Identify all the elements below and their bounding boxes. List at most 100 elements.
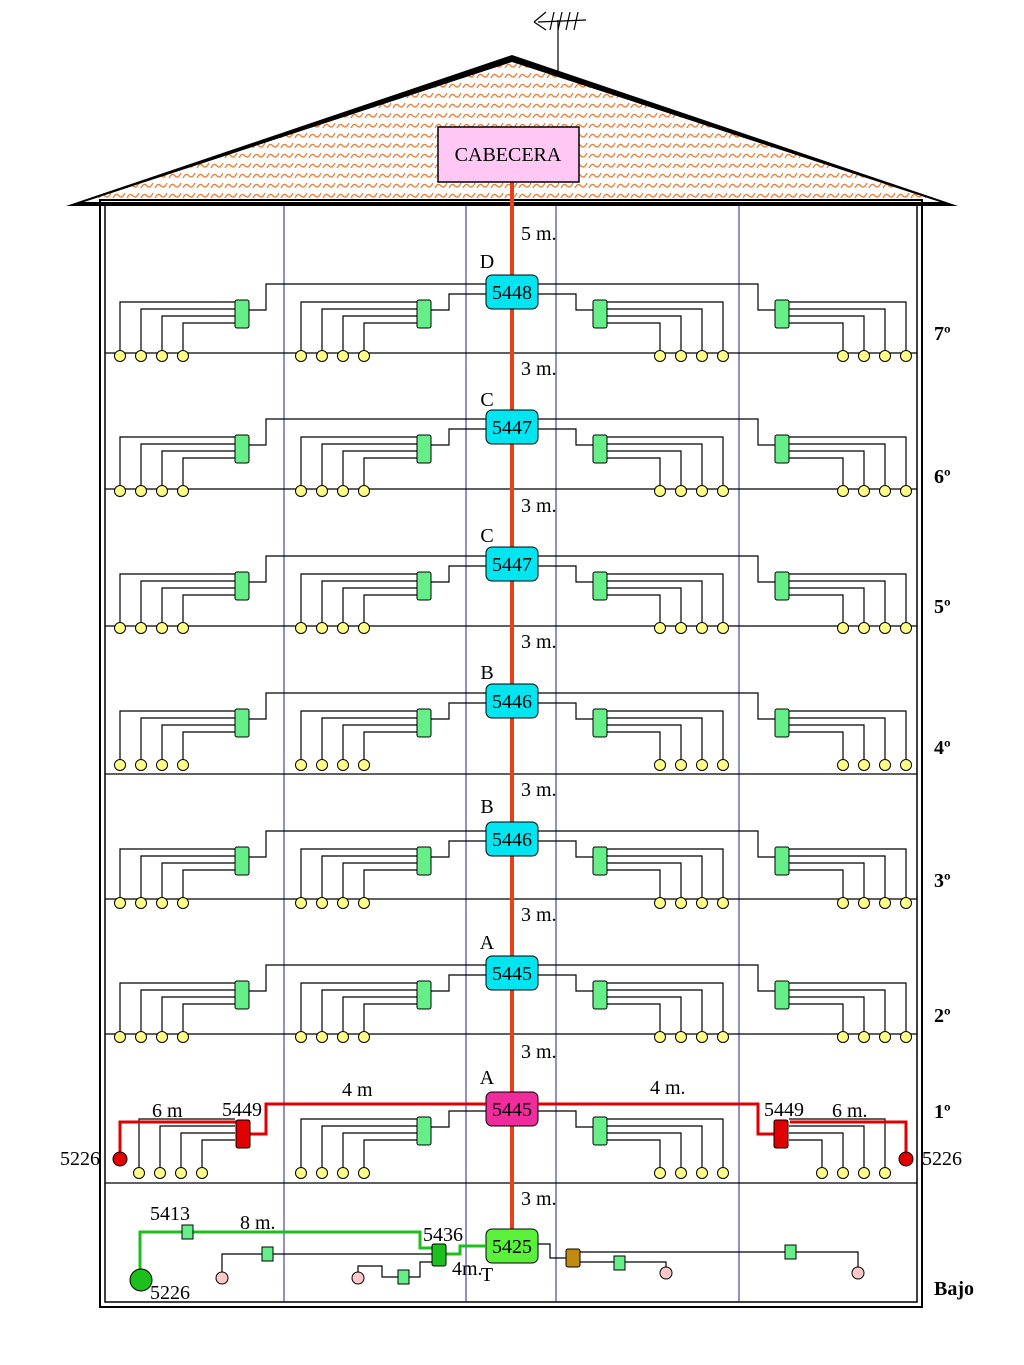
outlet-icon xyxy=(837,897,849,909)
outlet-icon xyxy=(295,897,307,909)
outlet-line xyxy=(321,855,417,897)
len-b-label: 4m. xyxy=(452,1258,483,1280)
tap-type-label: A xyxy=(480,1067,495,1089)
header-label: CABECERA xyxy=(455,144,562,166)
outlet-line xyxy=(789,580,886,622)
outlet-icon xyxy=(337,897,349,909)
tap-link xyxy=(249,830,486,858)
outlet-line xyxy=(119,573,235,622)
group-right-outer xyxy=(789,1118,891,1179)
outlet-line xyxy=(607,443,703,485)
outlet-icon xyxy=(135,759,147,771)
outlet-line xyxy=(607,315,682,350)
tap-link xyxy=(249,964,486,992)
outlet-icon xyxy=(654,350,666,362)
outlet-line xyxy=(119,982,235,1031)
outlet-line xyxy=(201,1139,235,1167)
outlet-line xyxy=(789,731,844,759)
outlet-line xyxy=(607,717,703,759)
tap-box xyxy=(485,821,539,857)
tap-box xyxy=(485,546,539,582)
outlet-line xyxy=(161,315,235,350)
outlet-line xyxy=(342,724,417,759)
splitter-small xyxy=(784,1244,797,1260)
outlet-line xyxy=(789,717,886,759)
tap-link xyxy=(249,418,486,446)
outlet-line xyxy=(607,848,724,897)
outlet-5226-left xyxy=(112,1151,128,1167)
splitter-left-label: 5449 xyxy=(222,1099,262,1121)
tap-link xyxy=(538,428,593,446)
outlet-icon xyxy=(879,759,891,771)
tap-code-label: 5445 xyxy=(492,963,532,985)
outlet-icon xyxy=(295,1167,307,1179)
tap-link xyxy=(431,1110,486,1128)
outlet-right-label: 5226 xyxy=(922,1148,962,1170)
splitter-icon xyxy=(774,708,790,738)
splitter-a-label: 5413 xyxy=(150,1203,190,1225)
outlet-line xyxy=(321,989,417,1031)
outlet-line xyxy=(607,869,661,897)
outlet-icon xyxy=(696,759,708,771)
outlet-icon xyxy=(114,622,126,634)
group-right-inner xyxy=(538,1110,729,1179)
outlet-line xyxy=(607,1139,661,1167)
outlet-icon xyxy=(316,485,328,497)
outlet-5226-right xyxy=(898,1151,914,1167)
splitter-5449-right xyxy=(773,1119,789,1149)
splitter-icon xyxy=(416,571,432,601)
floor-label: 1º xyxy=(934,1101,951,1123)
tap-type-label: C xyxy=(480,389,493,411)
outlet-icon xyxy=(114,897,126,909)
outlet-icon xyxy=(858,350,870,362)
outlet-icon xyxy=(654,1031,666,1043)
outlet-icon xyxy=(717,350,729,362)
splitter-icon xyxy=(234,980,250,1010)
tap-type-label: D xyxy=(480,251,494,273)
outlet-icon xyxy=(858,485,870,497)
splitter-icon xyxy=(234,299,250,329)
floor-label: 2º xyxy=(934,1005,951,1027)
splitter-icon xyxy=(774,299,790,329)
branch-left: 6 m xyxy=(152,1100,183,1122)
outlet-line xyxy=(321,580,417,622)
outlet-icon xyxy=(717,622,729,634)
outlet-line xyxy=(789,1125,865,1167)
tap-code-label: 5425 xyxy=(492,1236,532,1258)
outlet-icon xyxy=(675,622,687,634)
tap-box xyxy=(485,955,539,991)
outlet-icon xyxy=(135,1031,147,1043)
riser-length-label: 3 m. xyxy=(521,1041,557,1063)
outlet-pink xyxy=(659,1266,673,1280)
tap-type-label: C xyxy=(480,525,493,547)
outlet-icon xyxy=(675,1167,687,1179)
outlet-line xyxy=(140,717,235,759)
first-floor-red-devices xyxy=(112,1119,914,1167)
outlet-icon xyxy=(358,350,370,362)
outlet-line xyxy=(607,996,682,1031)
group-left-inner xyxy=(295,1110,486,1179)
tap-link xyxy=(538,293,593,311)
outlet-icon xyxy=(654,485,666,497)
group-right-inner xyxy=(538,702,729,771)
outlet-icon xyxy=(717,1031,729,1043)
outlet-line xyxy=(342,862,417,897)
outlet-icon xyxy=(837,485,849,497)
len-a-label: 8 m. xyxy=(240,1212,276,1234)
riser-length-label: 5 m. xyxy=(521,223,557,245)
outlet-icon xyxy=(337,350,349,362)
outlet-line xyxy=(607,436,724,485)
outlet-line xyxy=(140,855,235,897)
group-right-outer xyxy=(538,555,912,634)
outlet-icon xyxy=(717,485,729,497)
splitter-icon xyxy=(592,708,608,738)
splitter-icon xyxy=(234,571,250,601)
outlet-icon xyxy=(295,1031,307,1043)
splitter-icon xyxy=(416,1116,432,1146)
riser-length-label: 3 m. xyxy=(521,1188,557,1210)
outlet-icon xyxy=(858,759,870,771)
outlet-5226-ground xyxy=(129,1268,153,1292)
splitter-icon xyxy=(416,434,432,464)
riser-length-label: 3 m. xyxy=(521,495,557,517)
